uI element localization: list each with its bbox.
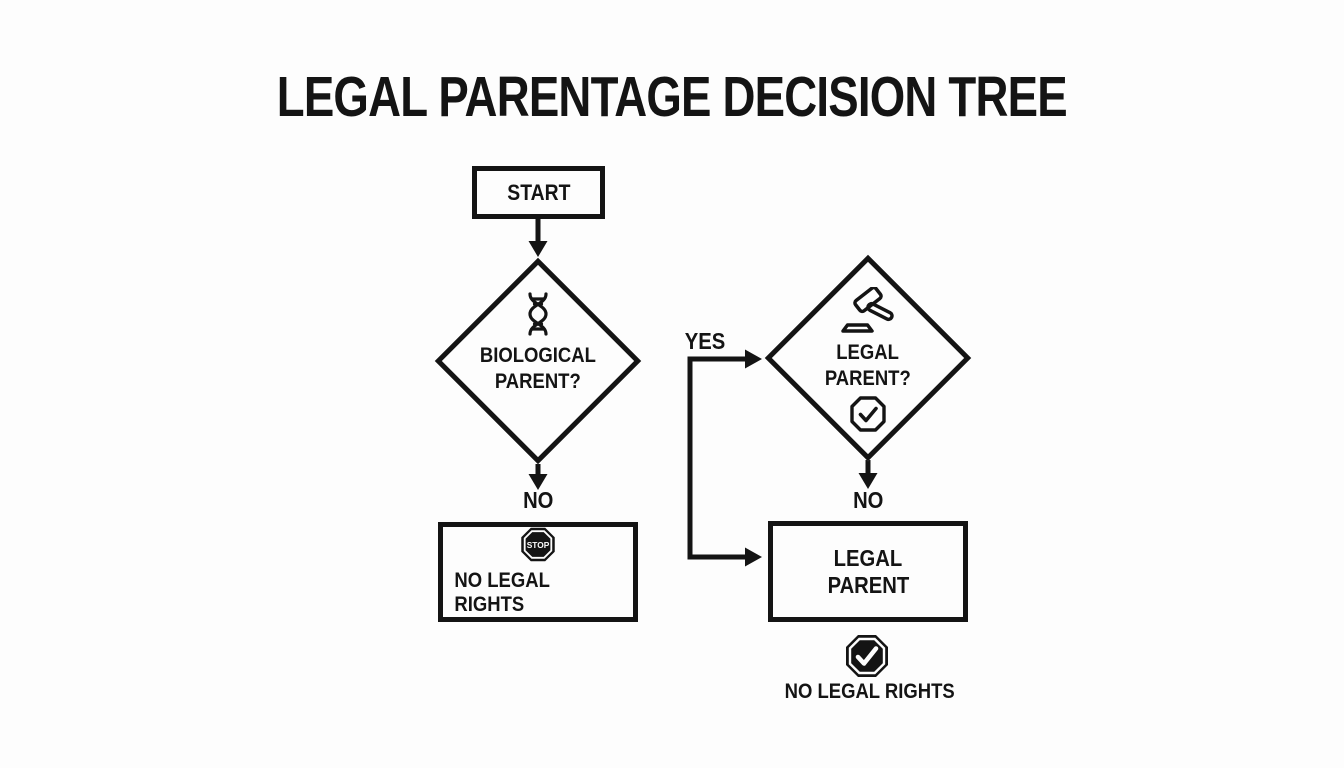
yes-connector-line [687,356,746,560]
arrowhead-down-2 [528,474,548,490]
final-outcome-badge [845,634,889,678]
stop-sign-icon: STOP [521,527,555,562]
legal-parent-line1: LEGAL [833,544,903,571]
arrowhead-yes-top [745,349,762,369]
edge-label-no-2: NO [852,487,884,513]
biological-line2: PARENT? [495,370,581,393]
legal-parent-content: LEGAL PARENT? [773,287,963,432]
check-octagon-outline-icon [850,396,886,432]
arrowhead-yes-bottom [745,547,762,567]
legal-decision-line1: LEGAL [836,341,900,364]
biological-line1: BIOLOGICAL [479,344,596,367]
gavel-icon [841,287,894,333]
dna-icon [528,292,548,336]
legal-decision-line2: PARENT? [825,367,911,390]
start-node: START [472,166,605,219]
start-label: START [506,179,571,205]
arrowhead-down-1 [528,241,548,257]
final-outcome-label: NO LEGAL RIGHTS [784,680,956,703]
legal-parent-node: LEGAL PARENT [768,521,968,622]
biological-parent-content: BIOLOGICAL PARENT? [443,292,633,395]
stop-icon-text: STOP [527,540,550,550]
check-octagon-filled-icon [846,635,888,677]
no-legal-rights-label: NO LEGAL RIGHTS [454,569,550,616]
legal-parent-line2: PARENT [827,571,909,598]
edge-label-yes: YES [684,328,726,354]
arrowhead-down-3 [858,473,878,489]
page-title: LEGAL PARENTAGE DECISION TREE [276,65,1068,129]
no-legal-rights-node: STOP NO LEGAL RIGHTS [438,522,638,622]
edge-label-no-1: NO [522,487,554,513]
